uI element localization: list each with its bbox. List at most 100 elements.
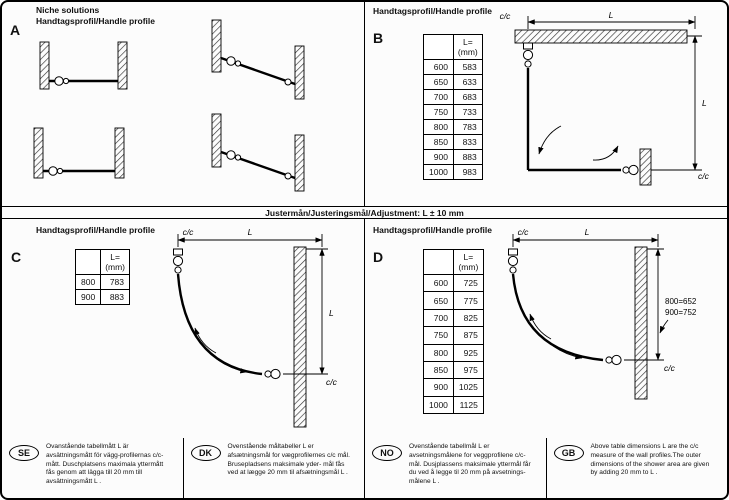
cell-l: 783 <box>452 119 483 135</box>
panel-c: c/c L L c/c Handtagsprofil/Handle profil… <box>2 219 365 438</box>
panel-b-letter: B <box>373 30 384 46</box>
dim-label-l-top: L <box>248 227 253 237</box>
table-header-blank <box>74 249 102 275</box>
swing-arrow <box>194 327 217 354</box>
cell-l: 983 <box>452 164 483 180</box>
language-badge: SE <box>9 445 39 461</box>
cell-size: 800 <box>74 274 102 290</box>
table-row: 850 833 <box>423 134 483 150</box>
adjustment-text: Justermån/Justeringsmål/Adjustment: L ± … <box>265 207 464 218</box>
dim-label-l-top: L <box>609 10 614 20</box>
dim-label-l-side: L <box>329 308 334 318</box>
cell-l: 975 <box>452 360 484 380</box>
niche-solutions-diagram <box>33 19 305 192</box>
depth-note-900: 900=752 <box>665 308 697 317</box>
dim-label-cc-top: c/c <box>183 227 195 237</box>
cell-l: 633 <box>452 74 483 90</box>
panel-a-title: Niche solutions <box>36 5 100 15</box>
note-text: Above table dimensions L are the c/c mea… <box>590 443 710 477</box>
panel-b-title: Handtagsprofil/Handle profile <box>373 6 493 16</box>
swing-arrow <box>538 125 562 155</box>
table-row: 650 633 <box>423 74 483 90</box>
swing-arrow <box>217 359 248 374</box>
cell-l: 1125 <box>452 395 484 415</box>
panel-c-letter: C <box>11 249 22 265</box>
table-row: 700 683 <box>423 89 483 105</box>
language-badge: DK <box>190 445 221 461</box>
dim-label-cc-side: c/c <box>326 377 338 387</box>
cell-size: 750 <box>423 326 454 345</box>
table-header-l: L=(mm) <box>100 249 131 275</box>
note-text: Ovanstående tabellmått L är avsättningsm… <box>46 443 164 486</box>
quadrant-diagram-c: c/c L L c/c <box>172 227 338 428</box>
language-note: NO Ovenstående tabellmål L er avsetnings… <box>364 438 546 498</box>
cell-size: 850 <box>423 360 454 380</box>
swing-arrow <box>592 145 619 161</box>
cell-size: 1000 <box>423 164 454 180</box>
bottom-half: c/c L L c/c Handtagsprofil/Handle profil… <box>2 219 727 438</box>
note-text: Ovenstående tabellmål L er avsetningsmål… <box>409 443 531 486</box>
swing-arrow <box>552 345 583 360</box>
table-header-blank <box>423 249 454 275</box>
dim-label-cc-side: c/c <box>698 171 710 181</box>
cell-l: 883 <box>452 149 483 165</box>
cell-size: 900 <box>423 378 454 397</box>
panel-a-titles: Niche solutions Handtagsprofil/Handle pr… <box>36 5 155 27</box>
cell-size: 750 <box>423 104 454 120</box>
cell-l: 725 <box>452 273 484 293</box>
adjustment-band: Justermån/Justeringsmål/Adjustment: L ± … <box>2 206 727 219</box>
table-row: 1000 1125 <box>423 395 484 415</box>
right-wall-profile <box>293 246 307 428</box>
panel-d-table: L=(mm) 600 725 650 775 700 825 750 <box>423 249 484 415</box>
dim-label-l-side: L <box>702 98 707 108</box>
right-wall-profile <box>634 246 648 400</box>
table-row: 1000 983 <box>423 164 483 180</box>
right-wall-profile <box>639 148 652 186</box>
cell-size: 850 <box>423 134 454 150</box>
panel-b: c/c L L c/c Handtagsprofil/Handle pro <box>365 2 727 206</box>
curved-door-panel <box>176 273 263 376</box>
table-header-l: L=(mm) <box>452 249 484 275</box>
panel-d-letter: D <box>373 249 384 265</box>
quadrant-diagram-d: c/c L 800=652 900=752 c/c <box>507 227 697 400</box>
niche-sketch-1 <box>39 41 128 90</box>
language-note: GB Above table dimensions L are the c/c … <box>545 438 728 498</box>
table-row: 600 583 <box>423 59 483 75</box>
cell-l: 1025 <box>452 378 484 397</box>
panel-d-title: Handtagsprofil/Handle profile <box>373 225 493 235</box>
language-badge: GB <box>553 445 584 461</box>
cell-size: 800 <box>423 343 454 362</box>
table-row: 750 733 <box>423 104 483 120</box>
table-row: 800 783 <box>74 274 131 290</box>
cell-l: 875 <box>452 326 484 345</box>
panel-b-table: L=(mm) 600 583 650 633 700 683 750 <box>423 34 483 180</box>
dim-label-cc-top: c/c <box>500 11 512 21</box>
corner-entry-diagram-b: c/c L L c/c <box>500 10 710 186</box>
depth-note-800: 800=652 <box>665 297 697 306</box>
cell-l: 925 <box>452 343 484 362</box>
dim-label-cc-top: c/c <box>518 227 530 237</box>
table-row: 700 825 <box>423 308 484 328</box>
table-row: 800 783 <box>423 119 483 135</box>
table-header-l: L=(mm) <box>452 34 483 60</box>
cell-l: 683 <box>452 89 483 105</box>
table-row: 650 775 <box>423 291 484 310</box>
language-note: SE Ovanstående tabellmått L är avsättnin… <box>2 438 183 498</box>
cell-l: 783 <box>100 274 131 290</box>
cell-size: 650 <box>423 291 454 310</box>
cell-l: 825 <box>452 308 484 328</box>
panel-c-title: Handtagsprofil/Handle profile <box>36 225 156 235</box>
cell-size: 800 <box>423 119 454 135</box>
language-notes: SE Ovanstående tabellmått L är avsättnin… <box>2 438 727 498</box>
cell-l: 583 <box>452 59 483 75</box>
curved-door-panel <box>511 273 604 362</box>
table-row: 750 875 <box>423 326 484 345</box>
top-wall <box>514 29 688 44</box>
dim-label-l-top: L <box>585 227 590 237</box>
language-note: DK Ovenstående måltabeller L er afsætnin… <box>182 438 365 498</box>
table-row: 900 883 <box>74 289 131 305</box>
panel-a: Niche solutions Handtagsprofil/Handle pr… <box>2 2 365 206</box>
niche-sketch-3 <box>33 127 125 179</box>
panel-c-table: L=(mm) 800 783 900 883 <box>74 249 131 305</box>
